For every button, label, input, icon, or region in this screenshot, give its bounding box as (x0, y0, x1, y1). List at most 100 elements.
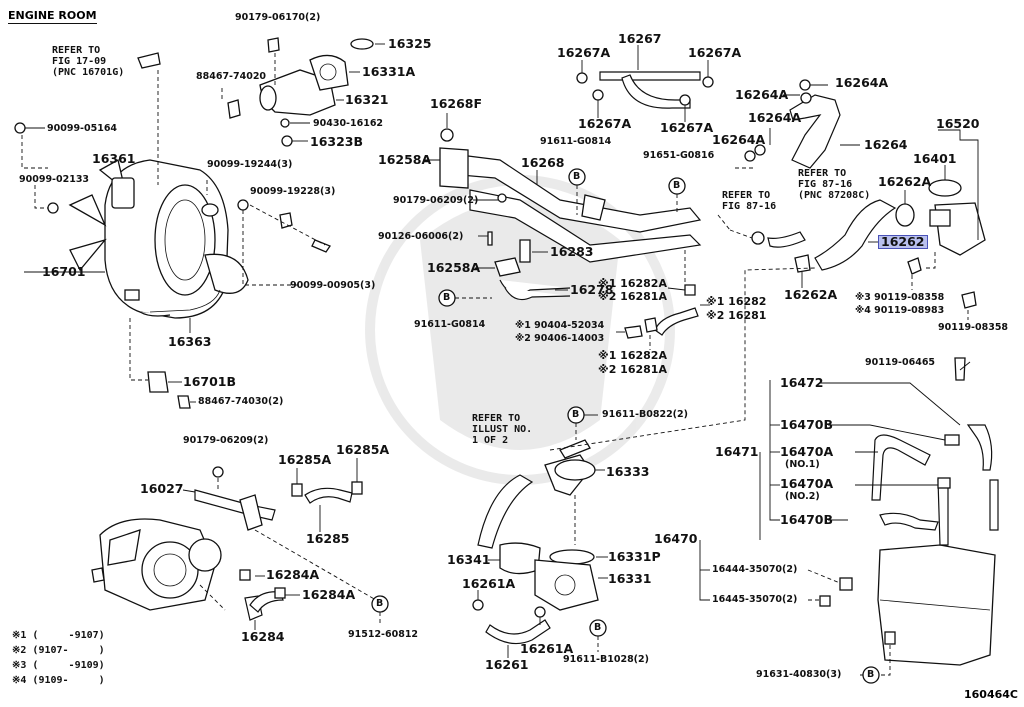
part-label[interactable]: 16470B (780, 417, 834, 432)
part-label[interactable]: ※2 16281A (598, 363, 667, 376)
part-label[interactable]: 16701B (183, 374, 237, 389)
part-label[interactable]: 16262A (878, 174, 932, 189)
ref-b-letter[interactable]: B (572, 409, 580, 420)
part-label[interactable]: 90099-19244(3) (207, 159, 293, 170)
part-label[interactable]: ※3 90119-08358 (855, 292, 945, 303)
part-label[interactable]: 16285A (336, 442, 390, 457)
part-label[interactable]: 16268F (430, 96, 483, 111)
part-label[interactable]: ※1 16282 (706, 295, 767, 308)
part-label[interactable]: 91512-60812 (348, 629, 419, 640)
part-label[interactable]: 16285 (306, 531, 350, 546)
part-label[interactable]: 16445-35070(2) (712, 594, 798, 605)
part-label[interactable]: 91611-G0814 (540, 136, 612, 147)
part-label-highlighted[interactable]: 16262 (878, 235, 928, 249)
part-label[interactable]: 91611-B0822(2) (602, 409, 688, 420)
part-label[interactable]: 90099-00905(3) (290, 280, 376, 291)
part-label[interactable]: 16321 (345, 92, 389, 107)
part-label[interactable]: ※1 90404-52034 (515, 320, 605, 331)
part-label[interactable]: 16264A (835, 75, 889, 90)
part-label[interactable]: 16261A (462, 576, 516, 591)
part-label[interactable]: 16285A (278, 452, 332, 467)
part-label[interactable]: 16323B (310, 134, 364, 149)
ref-line: REFER TO (52, 45, 101, 56)
part-label[interactable]: 90119-06465 (865, 357, 936, 368)
part-label[interactable]: ※1 16282A (598, 349, 667, 362)
part-label[interactable]: 90099-19228(3) (250, 186, 336, 197)
part-label[interactable]: ※2 90406-14003 (515, 333, 605, 344)
part-label[interactable]: ※1 16282A (598, 277, 667, 290)
part-label[interactable]: 90119-08358 (938, 322, 1009, 333)
part-label[interactable]: 16264A (712, 132, 766, 147)
part-label[interactable]: 16027 (140, 481, 184, 496)
part-label[interactable]: 88467-74030(2) (198, 396, 284, 407)
part-label[interactable]: 16361 (92, 151, 136, 166)
part-label[interactable]: 90179-06170(2) (235, 12, 321, 23)
part-label[interactable]: 16262A (784, 287, 838, 302)
part-label[interactable]: 16331P (608, 549, 661, 564)
reservoir-tank-drawing (819, 357, 999, 666)
part-label[interactable]: 91651-G0816 (643, 150, 715, 161)
part-label[interactable]: 90099-02133 (19, 174, 90, 185)
ref-fig-87-16-a[interactable]: REFER TO FIG 87-16 (PNC 87208C) (798, 168, 870, 201)
part-label[interactable]: 16284 (241, 629, 285, 644)
part-label[interactable]: 16470B (780, 512, 834, 527)
part-label[interactable]: 16401 (913, 151, 957, 166)
part-label[interactable]: 16261 (485, 657, 529, 672)
part-label[interactable]: 16331A (362, 64, 416, 79)
ref-illust[interactable]: REFER TO ILLUST NO. 1 OF 2 (472, 413, 532, 446)
ref-b-letter[interactable]: B (376, 598, 384, 609)
part-label[interactable]: 16363 (168, 334, 212, 349)
part-label[interactable]: 16444-35070(2) (712, 564, 798, 575)
part-label[interactable]: 16341 (447, 552, 491, 567)
part-label[interactable]: 16267 (618, 31, 662, 46)
part-label[interactable]: 90179-06209(2) (393, 195, 479, 206)
ref-line: REFER TO (798, 168, 847, 179)
ref-b-letter[interactable]: B (443, 292, 451, 303)
ref-b-letter[interactable]: B (573, 171, 581, 182)
part-label[interactable]: 88467-74020 (196, 71, 267, 82)
part-label[interactable]: 16267A (578, 116, 632, 131)
part-label[interactable]: 16267A (688, 45, 742, 60)
part-label[interactable]: 16470 (654, 531, 698, 546)
part-label[interactable]: ※2 16281A (598, 290, 667, 303)
part-label[interactable]: 16520 (936, 116, 980, 131)
part-label[interactable]: 90126-06006(2) (378, 231, 464, 242)
part-label[interactable]: 16283 (550, 244, 594, 259)
part-label[interactable]: 91631-40830(3) (756, 669, 842, 680)
part-label[interactable]: 16267A (557, 45, 611, 60)
part-label[interactable]: 16325 (388, 36, 432, 51)
ref-b-letter[interactable]: B (867, 669, 875, 680)
part-label[interactable]: 16333 (606, 464, 650, 479)
part-label[interactable]: 16264 (864, 137, 908, 152)
part-label[interactable]: 16264A (748, 110, 802, 125)
part-label[interactable]: 16701 (42, 264, 86, 279)
part-label[interactable]: ※4 90119-08983 (855, 305, 945, 316)
part-label[interactable]: 16267A (660, 120, 714, 135)
part-label[interactable]: 16264A (735, 87, 789, 102)
ref-b-letter[interactable]: B (673, 180, 681, 191)
ref-fig-87-16-b[interactable]: REFER TO FIG 87-16 (722, 190, 776, 212)
bolt-icon (14, 122, 26, 134)
part-label[interactable]: 16258A (378, 152, 432, 167)
part-label[interactable]: 90179-06209(2) (183, 435, 269, 446)
part-label[interactable]: 16268 (521, 155, 565, 170)
part-label[interactable]: 16470A (780, 444, 834, 459)
part-label[interactable]: 16284A (266, 567, 320, 582)
part-label[interactable]: 16470A (780, 476, 834, 491)
part-label[interactable]: 16258A (427, 260, 481, 275)
ref-fig-17-09[interactable]: REFER TO FIG 17-09 (PNC 16701G) (52, 45, 124, 78)
part-label[interactable]: 16261A (520, 641, 574, 656)
part-label[interactable]: 90430-16162 (313, 118, 384, 129)
part-label[interactable]: 16331 (608, 571, 652, 586)
part-label[interactable]: 16284A (302, 587, 356, 602)
part-label[interactable]: 90099-05164 (47, 123, 118, 134)
ref-b-letter[interactable]: B (594, 622, 602, 633)
footnote: ※2 (9107- ) (12, 645, 105, 656)
section-title: ENGINE ROOM (8, 9, 97, 24)
part-label[interactable]: 16278 (570, 282, 614, 297)
part-label[interactable]: ※2 16281 (706, 309, 767, 322)
part-label[interactable]: 91611-G0814 (414, 319, 486, 330)
part-label[interactable]: 16472 (780, 375, 824, 390)
part-label[interactable]: 91611-B1028(2) (563, 654, 649, 665)
part-label[interactable]: 16471 (715, 444, 759, 459)
